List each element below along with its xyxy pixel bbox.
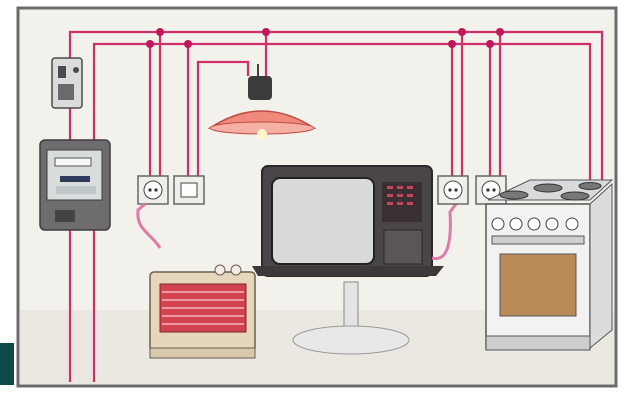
electricity-meter <box>39 139 111 231</box>
television <box>252 165 458 355</box>
switch-lamp-wire <box>196 60 250 178</box>
ceiling-lamp <box>207 64 317 139</box>
dark-edge-marker <box>0 343 14 385</box>
outlet-left <box>137 175 169 205</box>
wire-junctions <box>146 28 504 48</box>
heater <box>136 202 256 359</box>
circuit-breaker <box>51 57 83 109</box>
electric-stove <box>485 179 614 351</box>
light-switch <box>173 175 205 205</box>
outlet-right-1 <box>437 175 469 205</box>
